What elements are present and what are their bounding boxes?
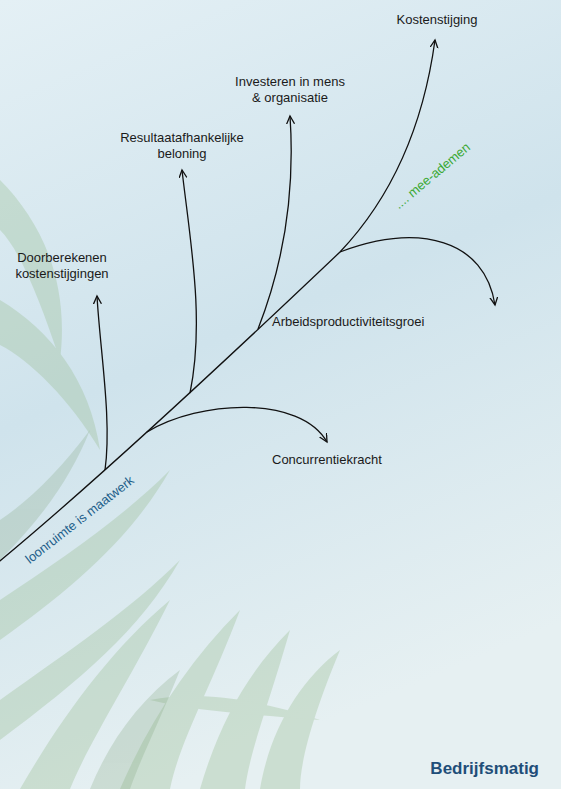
branch-label: Investeren in mens & organisatie xyxy=(229,74,351,106)
branch-label: Arbeidsproductiviteitsgroei xyxy=(272,314,424,330)
branch-label: Kostenstijging xyxy=(367,12,507,28)
branch-arrow xyxy=(258,116,291,329)
branch-arrow xyxy=(182,170,196,393)
trunk-line xyxy=(0,252,340,565)
branch-arrow xyxy=(97,296,107,470)
branch-label: Concurrentiekracht xyxy=(272,452,382,468)
branch-arrow xyxy=(147,407,327,442)
branch-arrow xyxy=(340,40,435,252)
branch-label: Doorberekenen kostenstijgingen xyxy=(0,250,126,282)
section-heading: Bedrijfsmatig xyxy=(430,758,539,779)
branch-arrow xyxy=(340,238,495,305)
branch-label: Resultaatafhankelijke beloning xyxy=(102,130,262,162)
